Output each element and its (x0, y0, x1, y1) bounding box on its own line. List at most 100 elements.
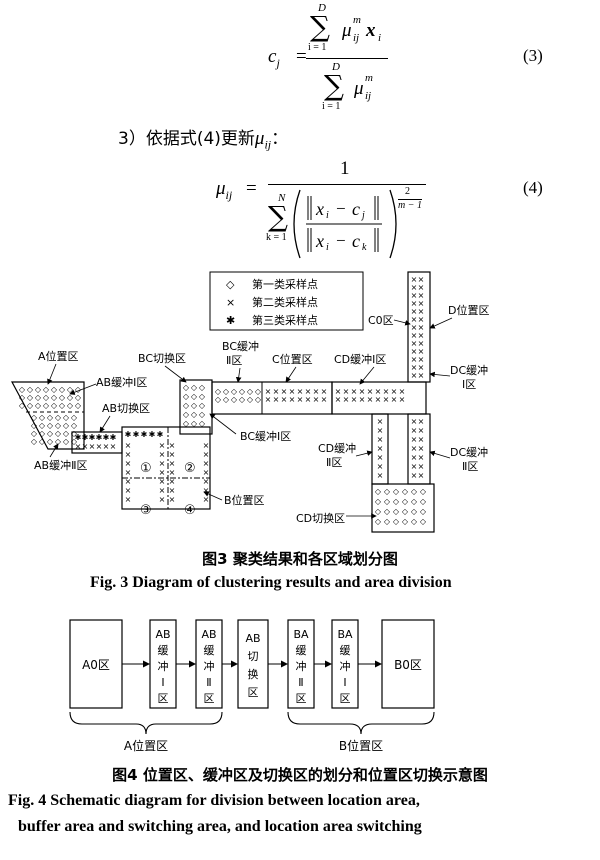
eq3-num-sum-lower: i = 1 (308, 42, 327, 53)
fig3-label-ab-buffer-1: AB缓冲Ⅰ区 (96, 375, 147, 389)
fig3-quadrant-2: ② (184, 461, 196, 476)
fig4-brace-b (287, 711, 435, 735)
fig3-sample-point: ◇ (27, 393, 34, 402)
fig3-sample-point: × (203, 477, 210, 486)
fig4-brace-a-label: A位置区 (124, 738, 168, 753)
fig3-sample-point: × (411, 283, 418, 292)
fig3-sample-point: × (203, 468, 210, 477)
fig3-sample-point: ◇ (75, 401, 82, 410)
eq4-fraction-bar (268, 184, 426, 185)
fig3-sample-points: ◇◇◇◇◇◇◇◇◇◇◇◇◇◇◇◇◇◇◇◇◇◇◇◇◇◇◇◇◇◇◇◇◇◇◇◇◇◇◇◇… (19, 275, 427, 526)
fig3-sample-point: × (391, 387, 398, 396)
fig3-sample-point: × (159, 486, 166, 495)
fig3-sample-point: ◇ (183, 383, 190, 392)
fig3-sample-point: ◇ (39, 421, 46, 430)
fig3-sample-point: × (411, 323, 418, 332)
fig4-box-ba-buffer-2-l2: 缓 (296, 644, 307, 657)
fig3-sample-point: × (159, 459, 166, 468)
fig3-sample-point: ◇ (215, 395, 222, 404)
fig3-sample-point: ◇ (71, 413, 78, 422)
fig3-sample-point: × (411, 444, 418, 453)
eq4-lhs: μij (216, 178, 233, 202)
fig4-box-ab-buffer-2-l4: Ⅱ (206, 676, 211, 689)
fig3-sample-point: × (411, 426, 418, 435)
fig3-sample-point: × (411, 275, 418, 284)
eq3-equals: = (296, 46, 307, 67)
fig3-sample-point: ◇ (55, 437, 62, 446)
fig4-caption-en-line2: buffer area and switching area, and loca… (18, 818, 422, 835)
fig4-box-b0 (381, 619, 435, 709)
fig3-sample-point: × (411, 315, 418, 324)
fig3-sample-point: ◇ (384, 507, 391, 516)
fig3-sample-point: ◇ (67, 393, 74, 402)
fig4-box-ab-switch (237, 619, 269, 709)
fig3-sample-point: ◇ (51, 385, 58, 394)
fig3-sample-point: ◇ (19, 385, 26, 394)
fig3-sample-point: ✱ (110, 433, 117, 442)
fig4-box-ab-buffer-1-l4: Ⅰ (161, 676, 164, 689)
fig3-sample-point: × (411, 355, 418, 364)
fig3-sample-point: × (273, 387, 280, 396)
fig3-label-bc-buffer-2-line2: Ⅱ区 (226, 354, 242, 367)
fig3-sample-point: ✱ (133, 430, 140, 439)
fig3-sample-point: ◇ (199, 392, 206, 401)
fig3-sample-point: × (265, 387, 272, 396)
eq3-den-sigma: ∑ (324, 69, 344, 102)
fig3-sample-point: ◇ (63, 413, 70, 422)
fig3-sample-point: × (159, 477, 166, 486)
fig3-sample-point: × (281, 395, 288, 404)
fig3-sample-point: × (418, 417, 425, 426)
fig4-box-ba-buffer-1-l4: Ⅰ (343, 676, 346, 689)
fig4-box-ba-buffer-1-l5: 区 (340, 692, 351, 705)
fig4-caption-en-line1: Fig. 4 Schematic diagram for division be… (8, 792, 420, 809)
fig3-sample-point: × (359, 387, 366, 396)
fig3-sample-point: ◇ (384, 497, 391, 506)
fig3-sample-point: ◇ (43, 393, 50, 402)
fig3-label-dc-buffer-1-line2: Ⅰ区 (462, 378, 476, 391)
fig3-sample-point: ◇ (199, 419, 206, 428)
fig3-label-cd-buffer-2-line1: CD缓冲 (318, 441, 356, 455)
fig3-sample-point: ◇ (31, 429, 38, 438)
eq3-num-mu: μ (342, 20, 352, 41)
fig3-sample-point: × (203, 450, 210, 459)
fig3-sample-point: × (335, 387, 342, 396)
fig3-sample-point: × (351, 387, 358, 396)
fig3-sample-point: × (351, 395, 358, 404)
fig3-sample-point: ◇ (35, 385, 42, 394)
fig3-sample-point: × (418, 299, 425, 308)
fig3-sample-point: ◇ (19, 393, 26, 402)
fig3-sample-point: ◇ (55, 421, 62, 430)
fig3-sample-point: ✱ (103, 433, 110, 442)
fig3-sample-point: ◇ (19, 401, 26, 410)
fig3-sample-point: ◇ (191, 410, 198, 419)
fig3-sample-point: × (418, 283, 425, 292)
fig3-sample-point: ✱ (96, 433, 103, 442)
fig3-sample-point: × (169, 459, 176, 468)
fig4-brace-a (69, 711, 223, 735)
fig3-sample-point: ◇ (183, 392, 190, 401)
fig3-sample-point: ◇ (31, 421, 38, 430)
fig3-sample-point: × (313, 395, 320, 404)
fig3-sample-point: × (203, 441, 210, 450)
fig3-sample-point: ◇ (47, 429, 54, 438)
fig3-sample-point: ◇ (71, 421, 78, 430)
fig3-sample-point: × (297, 395, 304, 404)
fig3-sample-point: ◇ (71, 437, 78, 446)
fig3-legend-label-3: 第三类采样点 (252, 313, 318, 327)
fig3-sample-point: ◇ (384, 487, 391, 496)
fig3-sample-point: ◇ (71, 429, 78, 438)
eq3-den-mu-sup: m (365, 72, 373, 84)
fig3-sample-point: ◇ (47, 413, 54, 422)
fig3-sample-point: ◇ (39, 413, 46, 422)
fig3-sample-point: ◇ (411, 507, 418, 516)
fig3-sample-point: × (281, 387, 288, 396)
fig3-sample-point: ◇ (39, 429, 46, 438)
fig3-sample-point: × (411, 307, 418, 316)
fig3-sample-point: ◇ (59, 401, 66, 410)
fig3-label-bc-switch: BC切换区 (138, 351, 186, 365)
fig3-label-cd-switch: CD切换区 (296, 511, 345, 525)
fig3-sample-point: × (418, 339, 425, 348)
fig4-box-ba-buffer-2-l4: Ⅱ (298, 676, 303, 689)
fig3-sample-point: × (125, 477, 132, 486)
eq4-exp-num: 2 (405, 186, 410, 197)
